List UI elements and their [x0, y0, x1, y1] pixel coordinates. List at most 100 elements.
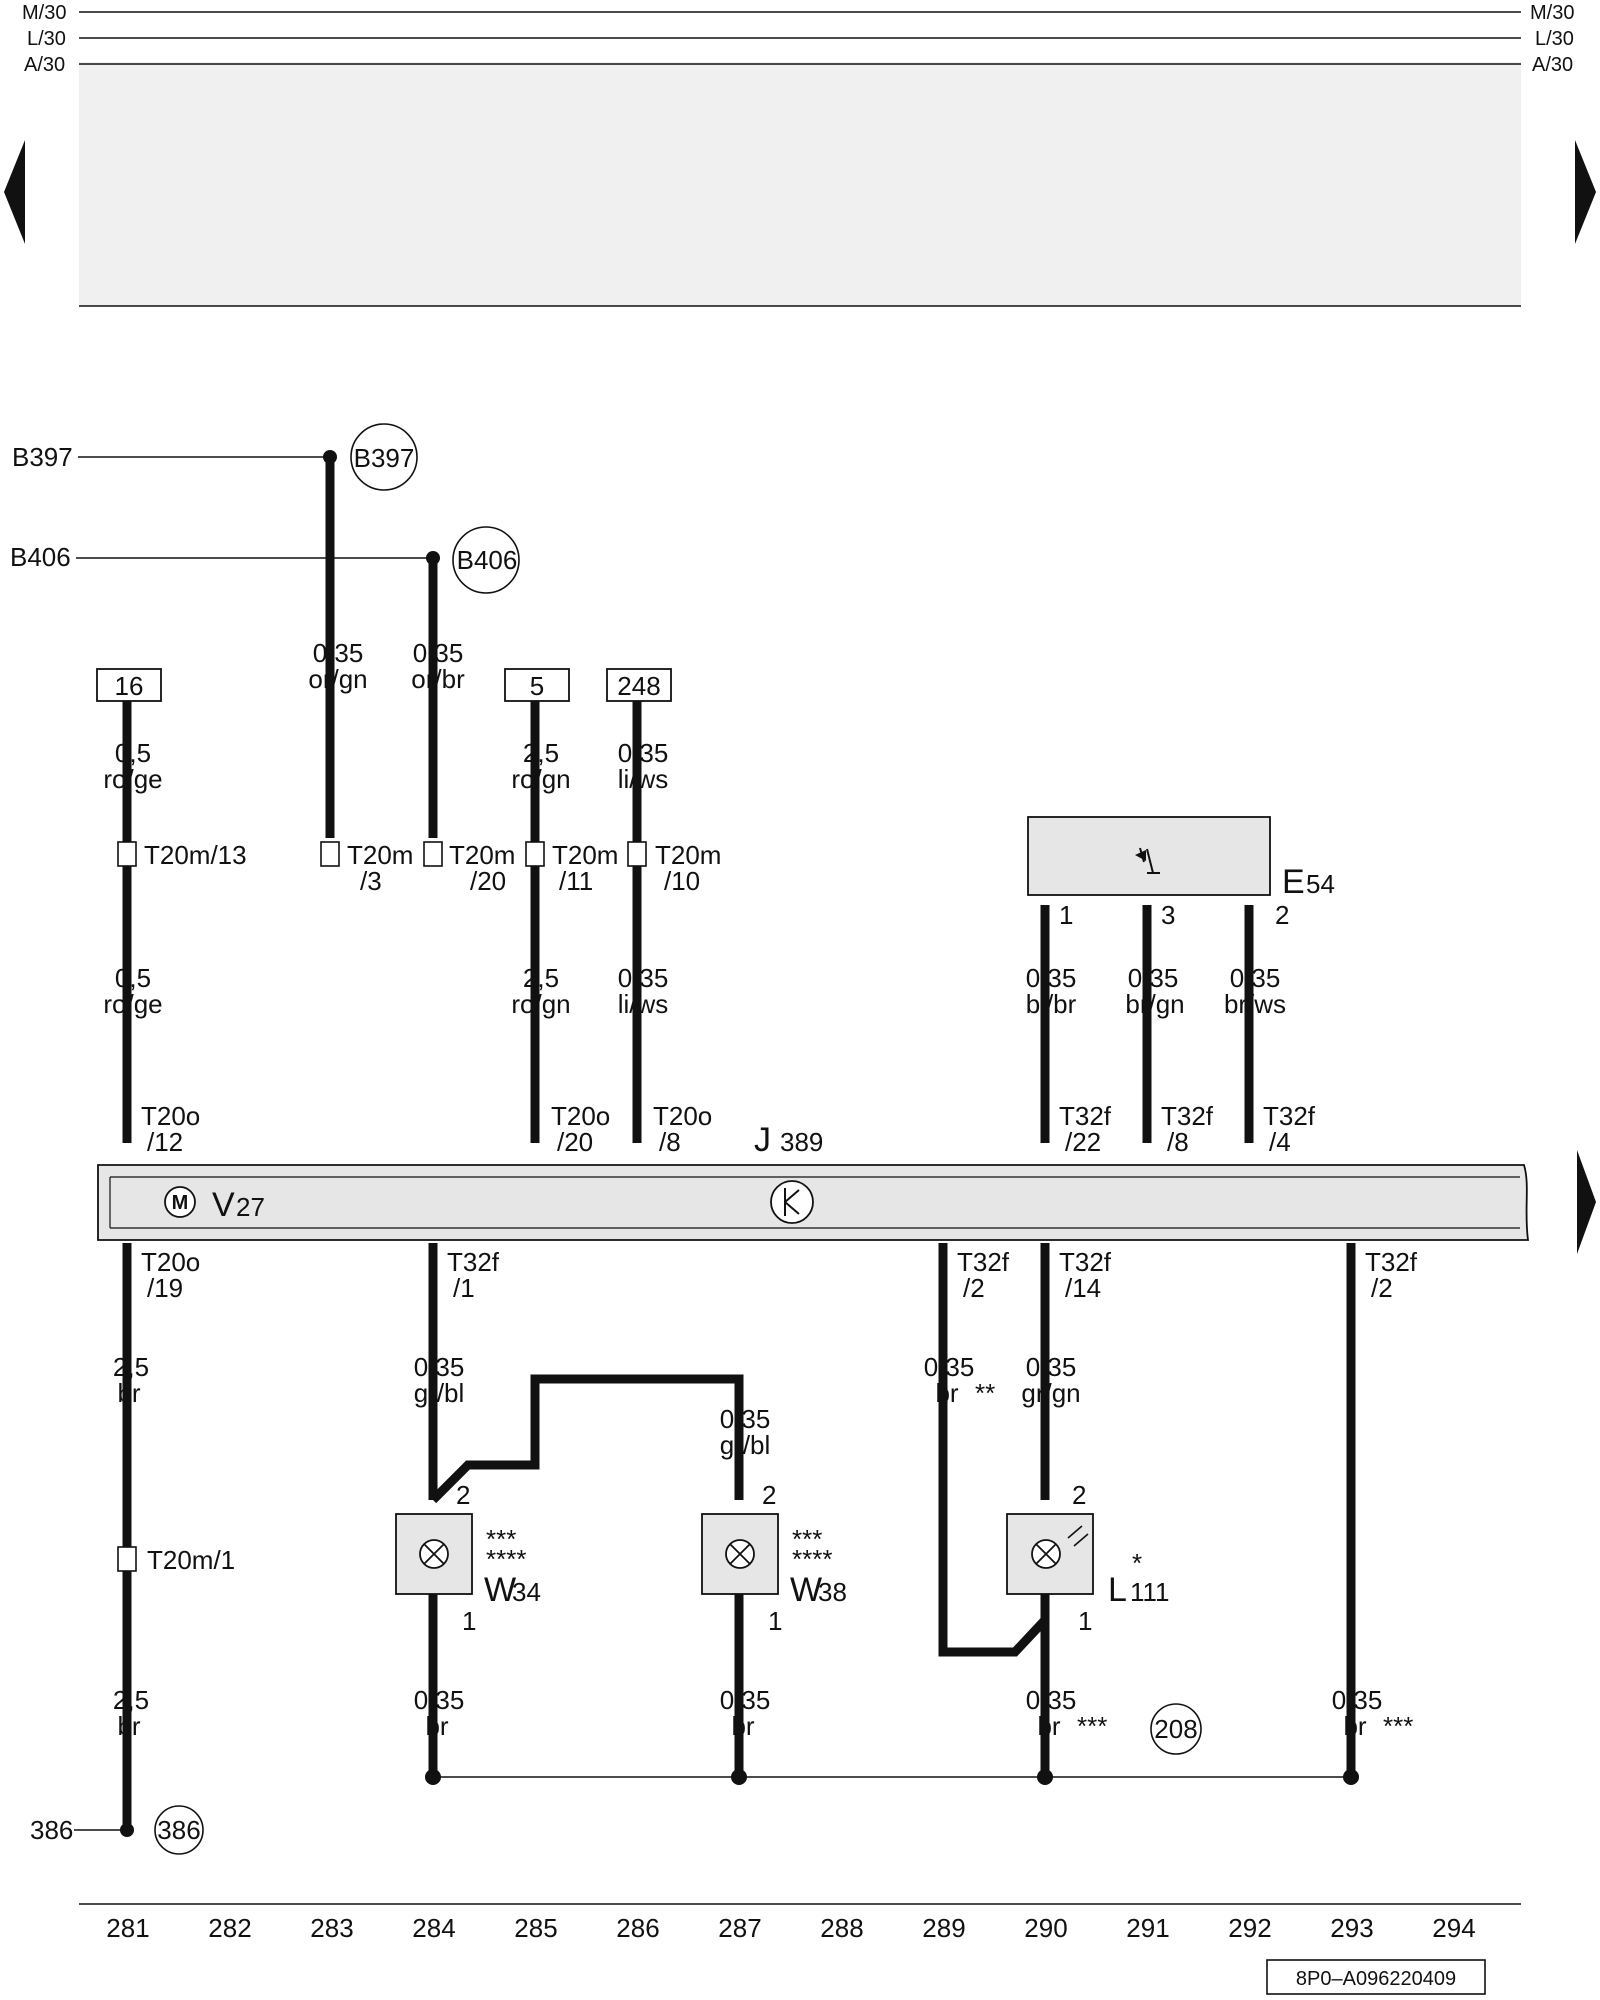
connector-t20m1: T20m/1	[147, 1545, 235, 1575]
pin-t32f8-b: /8	[1167, 1127, 1189, 1157]
ref-b397-circle[interactable]	[350, 423, 418, 491]
box-248-label: 248	[617, 671, 660, 701]
wire-labels: 0,5 ro/ge 0,5 ro/ge 2,5 br 2,5 br 0,35 o…	[103, 638, 1413, 1741]
col-283: 283	[310, 1913, 353, 1943]
wire-290c-color: br	[1037, 1711, 1060, 1741]
pin-t32f4-a: T32f	[1263, 1101, 1316, 1131]
pin-t32f14-b: /14	[1065, 1273, 1101, 1303]
ref-b397-label: B397	[354, 443, 415, 473]
module-j389[interactable]: J 389 M V 27	[97, 1121, 1530, 1241]
connector-icon	[117, 841, 137, 867]
l111-sub: 111	[1130, 1577, 1170, 1607]
ref-b406-circle[interactable]	[452, 526, 520, 594]
wire-287b-color: br	[731, 1711, 754, 1741]
wire-293-size: 0,35	[1332, 1685, 1383, 1715]
col-282: 282	[208, 1913, 251, 1943]
pin-t32f2a-b: /2	[963, 1273, 985, 1303]
pin-t32f1-b: /1	[453, 1273, 475, 1303]
e54-pin-1: 1	[1059, 900, 1073, 930]
col-289: 289	[922, 1913, 965, 1943]
wire-281c-size: 2,5	[113, 1352, 149, 1382]
w34-pin-2: 2	[456, 1480, 470, 1510]
document-id: 8P0–A096220409	[1266, 1959, 1486, 1995]
pin-t32f1-a: T32f	[447, 1247, 500, 1277]
e54-pin-2: 2	[1275, 900, 1289, 930]
col-286: 286	[616, 1913, 659, 1943]
motor-icon	[164, 1186, 196, 1218]
column-scale: 281 282 283 284 285 286 287 288 289 290 …	[79, 1903, 1521, 1943]
pin-t20o8-a: T20o	[653, 1101, 712, 1131]
switch-e54[interactable]: E 54 1 3 2	[1027, 816, 1335, 930]
l111-star: *	[1132, 1548, 1142, 1578]
wire-292-size: 0,35	[1230, 963, 1281, 993]
ground-junction	[425, 1769, 441, 1785]
pin-t32f4-b: /4	[1269, 1127, 1291, 1157]
ref-386-text: 386	[30, 1815, 73, 1845]
wire-289-size: 0,35	[924, 1352, 975, 1382]
signal-b397: B397 B397	[12, 423, 418, 491]
switch-arrow-icon	[1135, 850, 1146, 861]
connector-t20m10-a: T20m	[655, 840, 721, 870]
wire-285a-color: ro/gn	[511, 764, 570, 794]
ground-junction	[731, 1769, 747, 1785]
wire-286a-size: 0,35	[618, 738, 669, 768]
w38-stars-b: ****	[792, 1544, 832, 1574]
wire-284b-size: 0,35	[414, 1352, 465, 1382]
ref-208-label: 208	[1154, 1714, 1197, 1744]
l111-pin-2: 2	[1072, 1480, 1086, 1510]
wire-293-stars: ***	[1383, 1711, 1413, 1741]
col-287: 287	[718, 1913, 761, 1943]
ref-208-circle[interactable]	[1150, 1703, 1202, 1755]
continue-arrow-icon[interactable]	[1577, 1150, 1596, 1254]
connector-icon	[117, 1546, 137, 1572]
next-page-arrow-icon[interactable]	[1575, 140, 1596, 244]
col-288: 288	[820, 1913, 863, 1943]
box-5[interactable]	[504, 668, 570, 702]
box-16[interactable]	[96, 668, 162, 702]
wire-284-size: 0,35	[413, 638, 464, 668]
terminal-boxes: 16 5 248	[96, 668, 672, 702]
signal-b397-label: B397	[12, 442, 73, 472]
wire-287a-color: gr/bl	[720, 1430, 771, 1460]
wire-281a-size: 0,5	[115, 738, 151, 768]
rail-a-right: A/30	[1532, 54, 1573, 76]
wire-283-color: or/gn	[308, 664, 367, 694]
pin-t20o12-a: T20o	[141, 1101, 200, 1131]
lamp-w34[interactable]: 2 1 *** **** W 34	[395, 1480, 541, 1636]
wire-289-color: br	[935, 1378, 958, 1408]
wire-289-stars: **	[975, 1378, 995, 1408]
rail-m-left: M/30	[22, 2, 66, 24]
lamp-l111[interactable]: 2 1 * L 111	[1006, 1480, 1170, 1636]
col-281: 281	[106, 1913, 149, 1943]
wire-290a-size: 0,35	[1026, 963, 1077, 993]
w38-sub: 38	[818, 1577, 847, 1607]
top-panel	[79, 62, 1521, 306]
connector-t20m20-b: /20	[470, 866, 506, 896]
pin-t32f2b-a: T32f	[1365, 1247, 1418, 1277]
ref-386-circle[interactable]	[154, 1805, 204, 1855]
wire-284c-size: 0,35	[414, 1685, 465, 1715]
w34-stars-a: ***	[486, 1524, 516, 1554]
l111-pin-1: 1	[1078, 1606, 1092, 1636]
pin-t32f22-a: T32f	[1059, 1101, 1112, 1131]
connector-t20m11-a: T20m	[552, 840, 618, 870]
v27-sub: 27	[236, 1192, 265, 1222]
w34-pin-1: 1	[462, 1606, 476, 1636]
wire-290a-color: bl/br	[1026, 989, 1077, 1019]
motor-icon-glyph: M	[172, 1192, 189, 1214]
connector-t20m3-b: /3	[360, 866, 382, 896]
control-unit-icon	[770, 1180, 814, 1224]
lamp-w38[interactable]: 2 1 *** **** W 38	[701, 1480, 847, 1636]
ground-junction	[1343, 1769, 1359, 1785]
e54-pin-3: 3	[1161, 900, 1175, 930]
ref-b406-label: B406	[457, 545, 518, 575]
e54-sub: 54	[1306, 869, 1335, 899]
ground-junction	[1037, 1769, 1053, 1785]
prev-page-arrow-icon[interactable]	[4, 140, 25, 244]
signal-b406-label: B406	[10, 542, 71, 572]
pin-t20o12-b: /12	[147, 1127, 183, 1157]
col-293: 293	[1330, 1913, 1373, 1943]
wire-286a-color: li/ws	[618, 764, 669, 794]
w34-stars-b: ****	[486, 1544, 526, 1574]
w38-name: W	[790, 1571, 822, 1609]
